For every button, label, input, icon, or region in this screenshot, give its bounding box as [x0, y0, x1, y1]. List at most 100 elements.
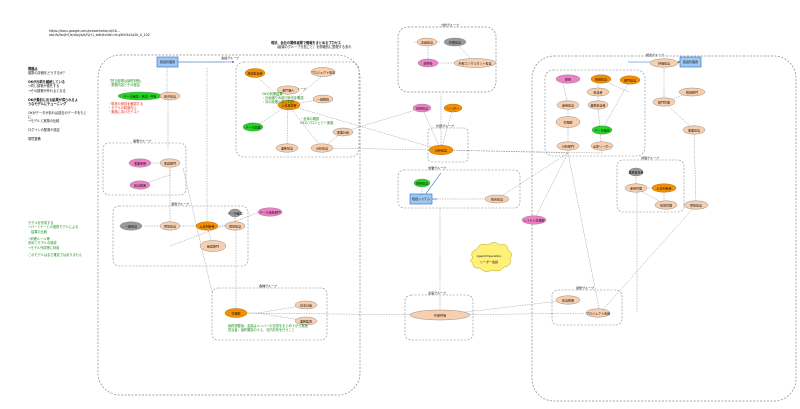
node-label: 承認担当者: [247, 70, 262, 75]
node-n_r11[interactable]: [678, 87, 706, 97]
left-green-note-line: モデルを作成する: [28, 221, 54, 225]
node-n_mid1[interactable]: [412, 103, 432, 113]
node-n_c7[interactable]: [310, 143, 334, 153]
node-n_r15[interactable]: [624, 183, 648, 193]
node-n_c_green[interactable]: [242, 122, 264, 132]
header-url-line2[interactable]: abc/fs/fsd/h7/e/d/xJ/s/e/h/r/1_edit#slid…: [49, 33, 150, 37]
node-n_left_8[interactable]: [195, 221, 219, 231]
node-n_r5[interactable]: [556, 100, 580, 110]
node-n_left_4[interactable]: [159, 158, 181, 168]
node-label: 企画担当: [421, 39, 433, 44]
node-n_c8[interactable]: [294, 300, 318, 310]
annotation-red: ・現状の役割を確認する: [108, 102, 144, 106]
node-label: 承認部門: [164, 160, 176, 165]
node-n_top4[interactable]: [453, 58, 497, 68]
node-n_c6[interactable]: [275, 143, 299, 153]
node-n_c4[interactable]: [312, 94, 334, 104]
node-n_bot4[interactable]: [555, 295, 581, 305]
node-n_left_3[interactable]: [128, 158, 152, 168]
node-label: 情報担当: [416, 105, 428, 110]
region-right: [531, 55, 797, 402]
node-n_c1[interactable]: [276, 85, 300, 95]
node-n_c9[interactable]: [294, 316, 318, 326]
system-box-center-label: 統括システム: [412, 196, 430, 201]
node-n_r3[interactable]: [619, 75, 641, 85]
node-n_top3[interactable]: [417, 58, 439, 68]
node-n_r12[interactable]: [652, 97, 676, 107]
node-n_left_7[interactable]: [159, 221, 181, 231]
node-label: 外部コンサルタント担当: [458, 60, 491, 65]
meeting-cloud[interactable]: [470, 242, 512, 272]
group-label: 分析グループ: [441, 22, 459, 27]
annotation-green: ・計画通りの進行状況を確認: [262, 96, 304, 100]
node-n_bot5[interactable]: [585, 308, 611, 318]
node-label: 現場担当: [164, 223, 176, 228]
group-label: 外部グループ: [436, 123, 454, 128]
node-n_c3[interactable]: [277, 99, 301, 110]
node-n_left_9[interactable]: [228, 208, 242, 218]
node-n_left_12[interactable]: [224, 308, 248, 318]
node-n_left_pink[interactable]: [257, 207, 283, 217]
node-label: プロジェクト担当: [311, 69, 335, 74]
node-n_r8[interactable]: [556, 141, 580, 151]
node-n_r9[interactable]: [590, 141, 614, 151]
node-n_mid5[interactable]: [484, 194, 510, 204]
connector-lines: [120, 41, 697, 322]
node-n_r18[interactable]: [683, 200, 709, 210]
node-n_r16[interactable]: [651, 183, 677, 193]
node-n_r1[interactable]: [555, 74, 581, 84]
node-n_r17[interactable]: [654, 200, 678, 210]
annotation-green: ・次の段階へ進む判断: [262, 100, 294, 104]
annotation-red: ・実施に向けたテスト: [108, 110, 140, 114]
left-note-line: ログインの配置や設定: [28, 128, 60, 133]
node-n_left_5[interactable]: [129, 180, 151, 190]
node-n_r4[interactable]: [586, 87, 610, 97]
node-n_top2[interactable]: [443, 37, 467, 47]
node-label: 上位判断者: [656, 185, 671, 190]
node-n_top1[interactable]: [416, 37, 438, 47]
node-n_left_pink2[interactable]: [521, 215, 547, 225]
node-n_left_11[interactable]: [199, 240, 227, 252]
node-n_r2[interactable]: [590, 74, 612, 84]
node-label: 評価担当: [658, 60, 670, 65]
manager-box-left[interactable]: [156, 56, 179, 68]
node-n_left_2[interactable]: [159, 91, 181, 101]
node-n_r14[interactable]: [628, 167, 644, 177]
node-label: 運用管理: [630, 185, 642, 190]
node-label: システム管理部: [524, 217, 545, 222]
left-note-line: →その部署が外れるとなる: [28, 88, 66, 93]
meeting-cloud-line2: リーダー会議: [480, 259, 498, 264]
node-label: 改善担当: [164, 93, 176, 98]
annotation-green: OKの判断結果: [262, 92, 283, 96]
node-n_r7[interactable]: [555, 116, 581, 128]
node-n_c2[interactable]: [310, 67, 336, 77]
node-n_r10[interactable]: [649, 58, 679, 68]
left-note-line: に: [28, 115, 32, 119]
node-n_bot1[interactable]: [409, 309, 471, 321]
node-n_left_1[interactable]: [244, 68, 266, 78]
node-label: 現場担当: [229, 223, 241, 228]
node-n_r6[interactable]: [587, 100, 609, 110]
node-n_mid3[interactable]: [428, 144, 454, 155]
manager-box-right[interactable]: [679, 56, 702, 68]
header-url-line1[interactable]: https://docs.google.com/presentation/d/1…: [49, 29, 121, 33]
group-box: [616, 159, 685, 213]
node-label: データ処理: [245, 124, 260, 129]
left-green-note-line: →パートナーとの連携モデルによる: [28, 225, 79, 230]
node-n_r13[interactable]: [682, 125, 706, 135]
node-n_left_10[interactable]: [224, 221, 246, 231]
node-n_mid2[interactable]: [443, 103, 463, 113]
manager-box-left-label: 統括管理者: [160, 59, 175, 64]
node-label: 業務担当: [281, 145, 293, 150]
node-label: 業務責任者: [628, 169, 643, 174]
node-label: 現場担当: [690, 202, 702, 207]
node-label: 分析部門: [562, 143, 574, 148]
node-label: 業務監査: [300, 318, 312, 323]
annotation-green: 「担当部署は最終判断」: [108, 79, 144, 83]
node-label: リーダー: [447, 105, 459, 110]
system-box-center[interactable]: [409, 193, 433, 205]
node-n_c5[interactable]: [332, 127, 354, 137]
node-n_left_6[interactable]: [119, 221, 143, 231]
node-n_mid4[interactable]: [413, 178, 431, 188]
node-n_r_green[interactable]: [591, 125, 613, 135]
